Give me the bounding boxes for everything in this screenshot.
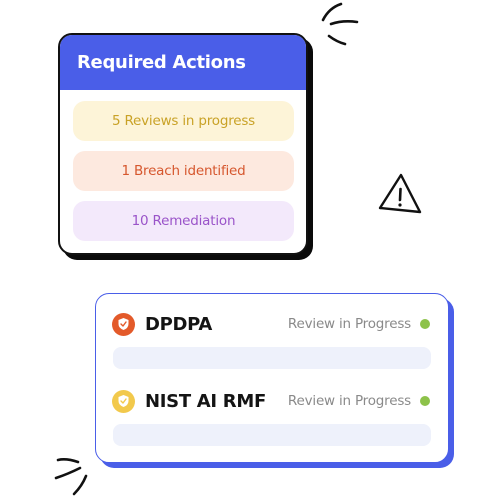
status-dot [420, 396, 430, 406]
status-dot [420, 319, 430, 329]
framework-name: DPDPA [145, 313, 213, 335]
framework-name: NIST AI RMF [145, 390, 266, 412]
shield-icon [112, 389, 135, 413]
action-item-remediation[interactable]: 10 Remediation [73, 201, 294, 241]
action-item-label: 5 Reviews in progress [111, 113, 256, 129]
framework-row-dpdpa[interactable]: DPDPA Review in Progress [112, 311, 432, 337]
framework-progress-track [113, 424, 431, 446]
framework-row-nist-ai-rmf[interactable]: NIST AI RMF Review in Progress [112, 388, 432, 414]
sparkle-strokes-top [321, 2, 359, 46]
frameworks-card: DPDPA Review in Progress NIST AI RMF Rev… [95, 293, 449, 463]
framework-progress-track [113, 347, 431, 369]
required-actions-title: Required Actions [60, 35, 306, 90]
action-item-label: 10 Remediation [131, 213, 236, 229]
action-item-reviews[interactable]: 5 Reviews in progress [73, 101, 294, 141]
sparkle-strokes-bottom [54, 458, 88, 496]
warning-icon [378, 173, 422, 214]
shield-icon [112, 312, 135, 336]
framework-status: Review in Progress [287, 316, 411, 332]
action-item-breach[interactable]: 1 Breach identified [73, 151, 294, 191]
framework-status: Review in Progress [287, 393, 411, 409]
required-actions-card: Required Actions 5 Reviews in progress 1… [58, 33, 308, 255]
action-item-label: 1 Breach identified [121, 163, 246, 179]
